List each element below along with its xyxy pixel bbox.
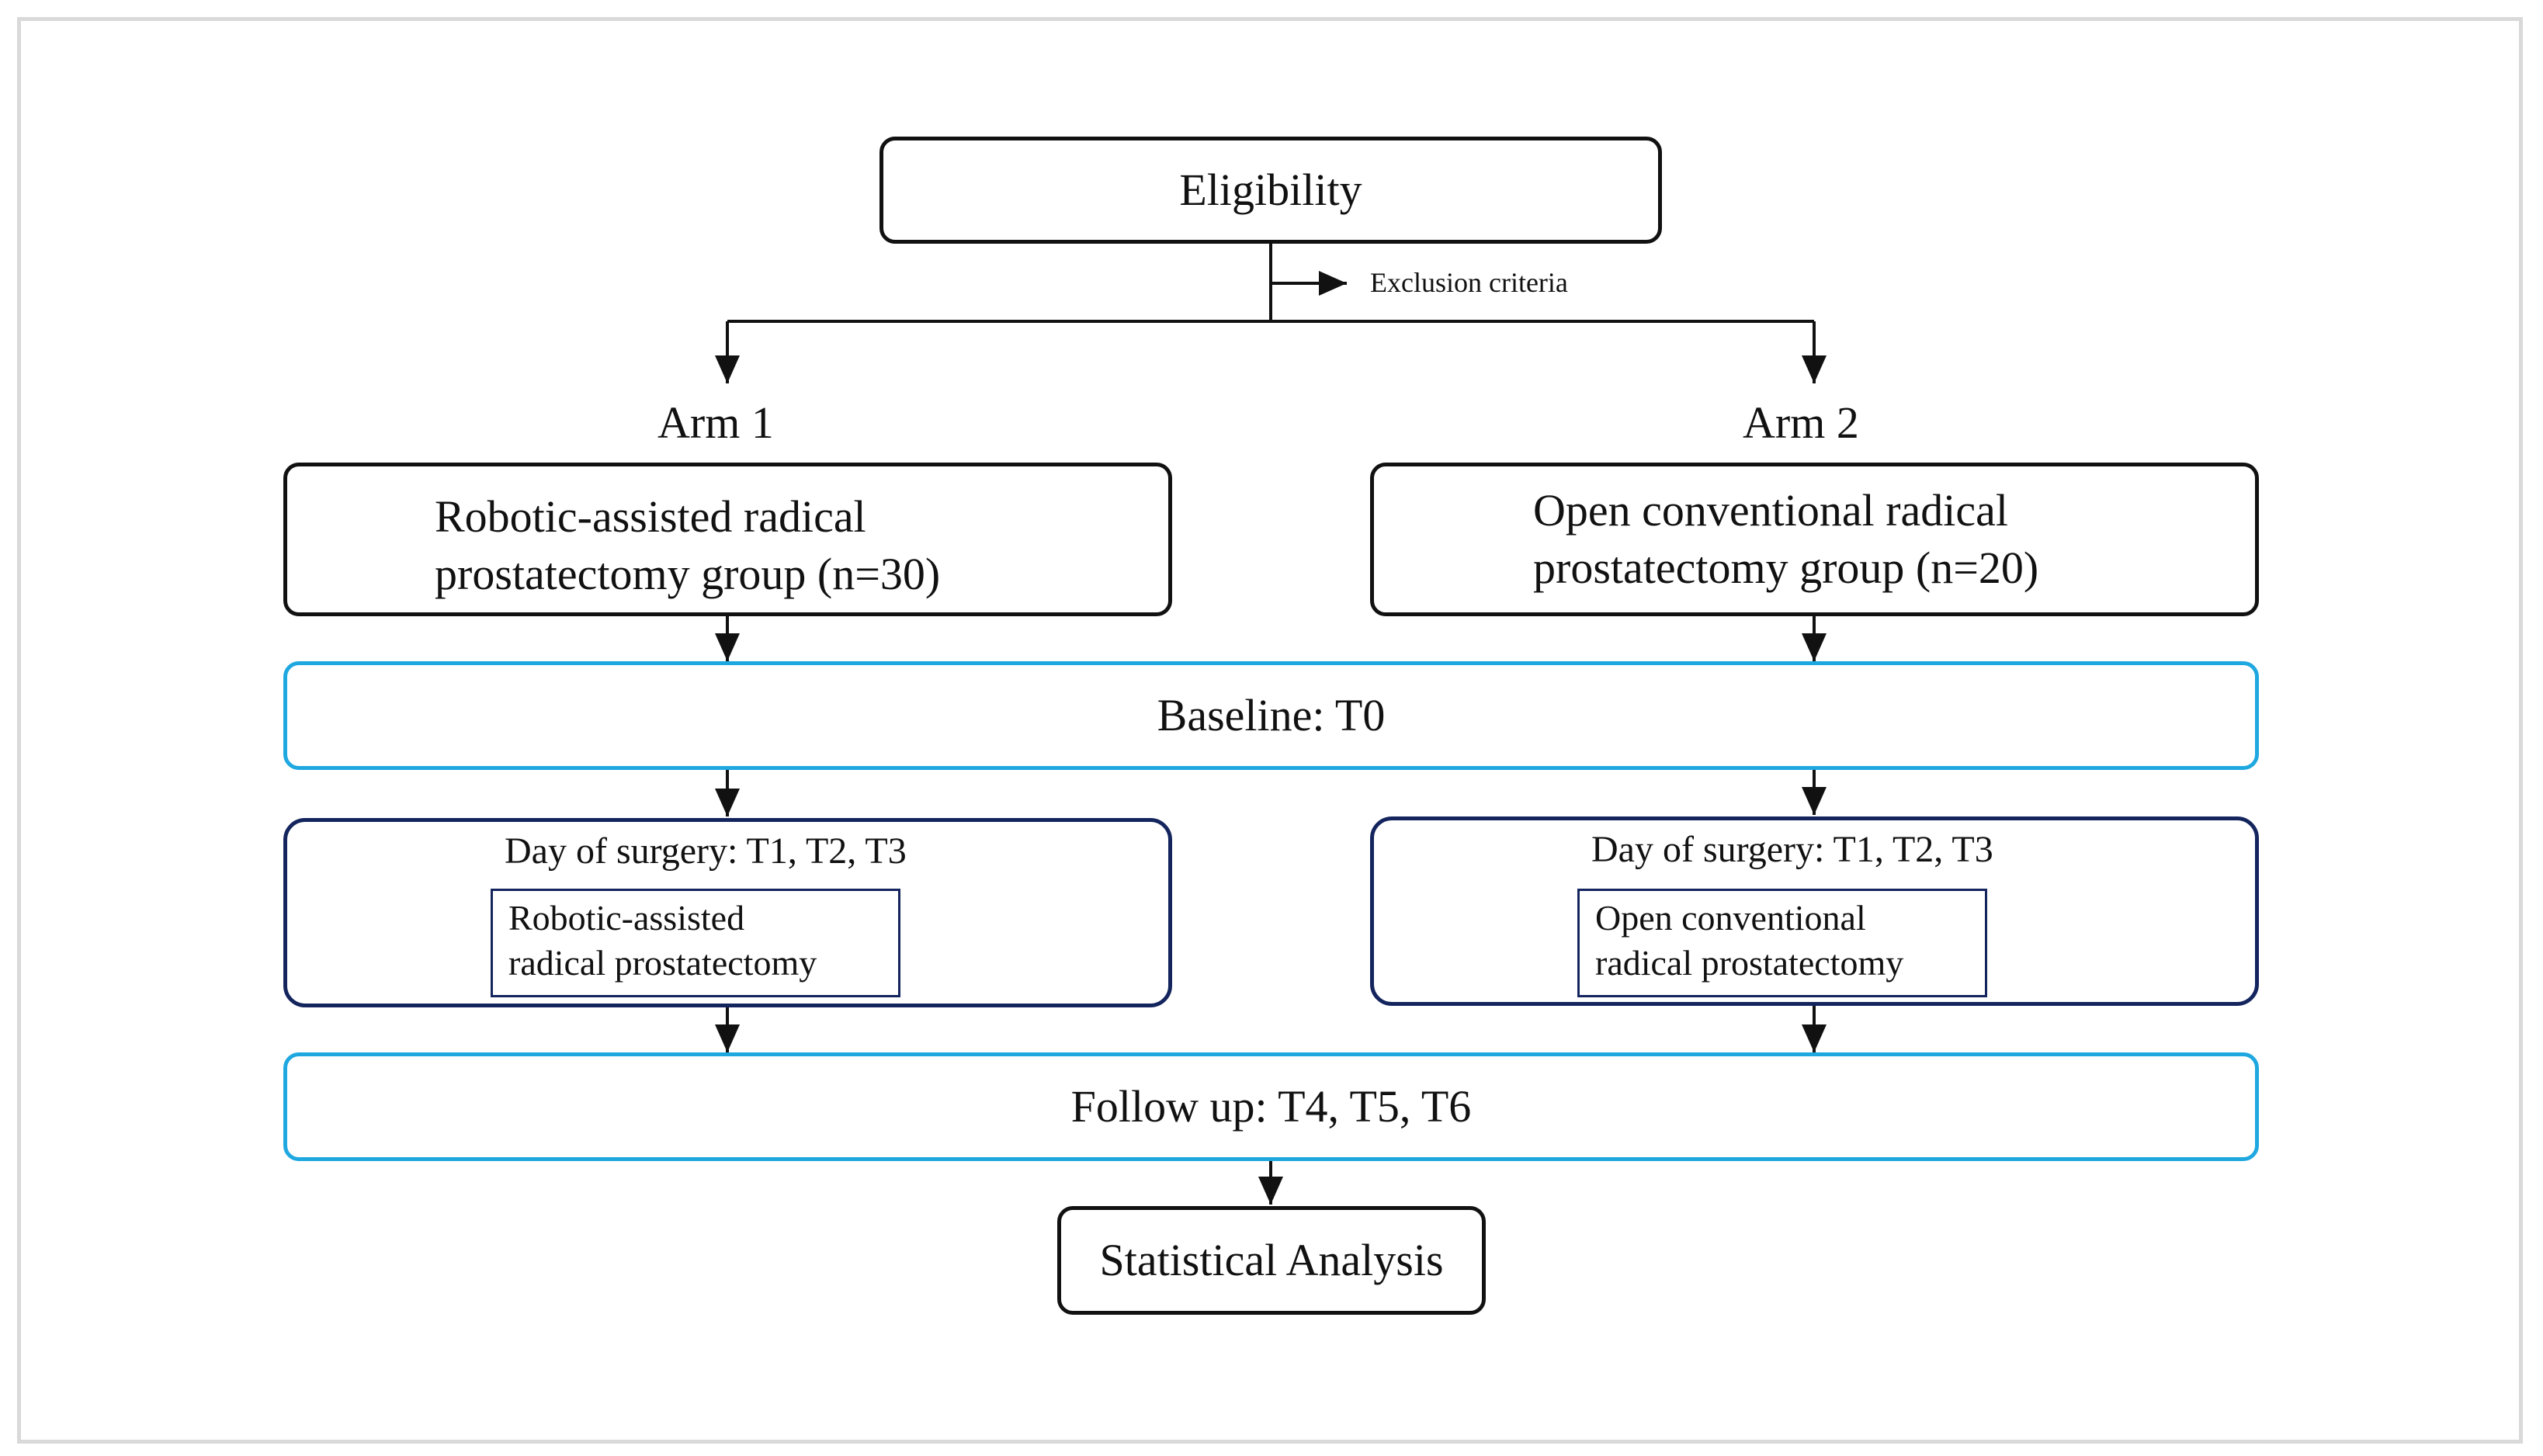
arm2-group-line1: Open conventional radical — [1533, 485, 2008, 536]
followup-label: Follow up: T4, T5, T6 — [1070, 1081, 1472, 1132]
eligibility-label: Eligibility — [1179, 165, 1362, 215]
baseline-label: Baseline: T0 — [1157, 690, 1386, 740]
arm1-procedure-box: Robotic-assisted radical prostatectomy — [491, 889, 900, 997]
followup-box: Follow up: T4, T5, T6 — [283, 1052, 2259, 1161]
arm2-procedure-line2: radical prostatectomy — [1595, 943, 1904, 983]
exclusion-criteria-label: Exclusion criteria — [1370, 267, 1568, 298]
arm1-surgery-box: Day of surgery: T1, T2, T3 Robotic-assis… — [283, 818, 1172, 1007]
arm1-title: Arm 1 — [657, 397, 774, 448]
arm1-procedure-line2: radical prostatectomy — [508, 943, 817, 983]
arm1-procedure-line1: Robotic-assisted — [508, 898, 745, 938]
baseline-box: Baseline: T0 — [283, 661, 2259, 770]
arm2-title: Arm 2 — [1743, 397, 1859, 448]
statistical-analysis-label: Statistical Analysis — [1099, 1235, 1444, 1285]
arm2-surgery-box: Day of surgery: T1, T2, T3 Open conventi… — [1370, 816, 2259, 1006]
arm2-group-box: Open conventional radical prostatectomy … — [1370, 463, 2259, 616]
arm2-procedure-box: Open conventional radical prostatectomy — [1577, 889, 1987, 997]
eligibility-box: Eligibility — [879, 137, 1662, 244]
statistical-analysis-box: Statistical Analysis — [1057, 1206, 1486, 1315]
arm2-surgery-day-label: Day of surgery: T1, T2, T3 — [1591, 829, 1993, 870]
arm2-group-line2: prostatectomy group (n=20) — [1533, 543, 2039, 593]
arm1-surgery-day-label: Day of surgery: T1, T2, T3 — [505, 830, 907, 872]
arm1-group-line1: Robotic-assisted radical — [435, 491, 866, 542]
arm2-procedure-line1: Open conventional — [1595, 898, 1866, 938]
arm1-group-line2: prostatectomy group (n=30) — [435, 549, 941, 599]
arm1-group-box: Robotic-assisted radical prostatectomy g… — [283, 463, 1172, 616]
